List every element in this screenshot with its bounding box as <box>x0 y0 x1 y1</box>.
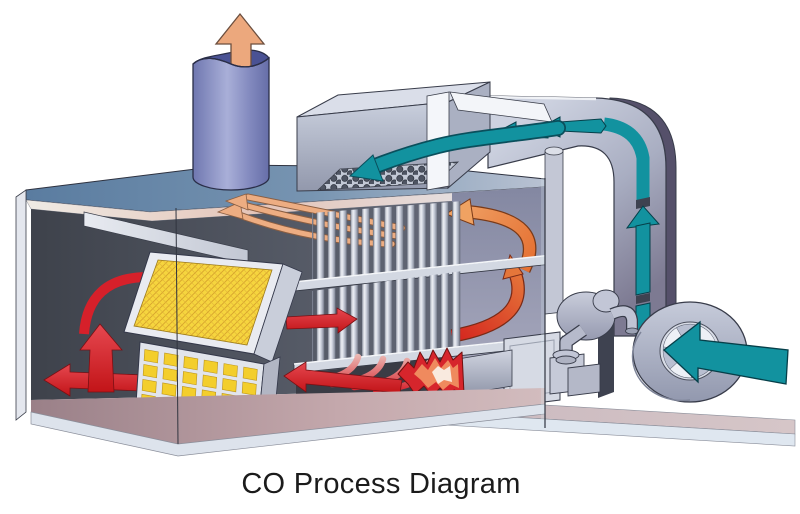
plenum-air-arrow <box>348 120 566 182</box>
flue-arrow-up-left-wall <box>79 323 123 393</box>
duct-gap-shadow-1 <box>636 197 650 209</box>
stack-body <box>192 56 270 191</box>
floor <box>30 388 546 457</box>
tube-bundle-lower <box>312 271 463 367</box>
tube-bundle-upper <box>312 201 463 284</box>
pump-body-dome <box>592 289 620 313</box>
duct-body <box>487 95 667 337</box>
stream-head-icon <box>216 201 244 220</box>
exhaust-stack <box>192 12 270 191</box>
flame-core <box>432 366 452 384</box>
pump-shadow-panel <box>598 318 614 398</box>
stack-rim-line <box>192 57 270 68</box>
burner <box>444 331 561 408</box>
flue-arrow-bottom-center <box>283 361 403 394</box>
duct-top-highlight <box>489 95 597 101</box>
duct-air-arrows <box>495 116 661 341</box>
air-arrow-up-shaft <box>635 222 651 296</box>
pump-riser-pipe <box>544 149 564 315</box>
flue-arrow-into-tubes <box>285 307 358 334</box>
catalyst-panel <box>123 251 303 363</box>
circulation-pump <box>549 289 639 397</box>
pump-riser-cap <box>544 146 564 156</box>
plenum-air-arrow-head-icon <box>348 154 384 182</box>
burner-flame <box>397 347 465 399</box>
duct-gap-shadow-2 <box>636 293 650 304</box>
shelf-highlight <box>293 253 563 283</box>
floor-surface <box>31 388 545 444</box>
caption: CO Process Diagram <box>241 468 521 500</box>
flue-arc-over-panel <box>79 272 147 335</box>
panel-screen <box>133 259 273 346</box>
air-blower <box>631 301 789 403</box>
left-wall-edge <box>15 189 27 421</box>
cut-plane-left <box>175 207 179 445</box>
air-arrow-elbow-band <box>602 117 650 200</box>
cut-plane-lines <box>175 178 546 445</box>
pump-pedestal-step <box>567 363 601 397</box>
blower-scroll-line <box>631 331 691 402</box>
air-inlet-arrow <box>663 320 789 385</box>
stream-head-icon <box>224 193 249 211</box>
